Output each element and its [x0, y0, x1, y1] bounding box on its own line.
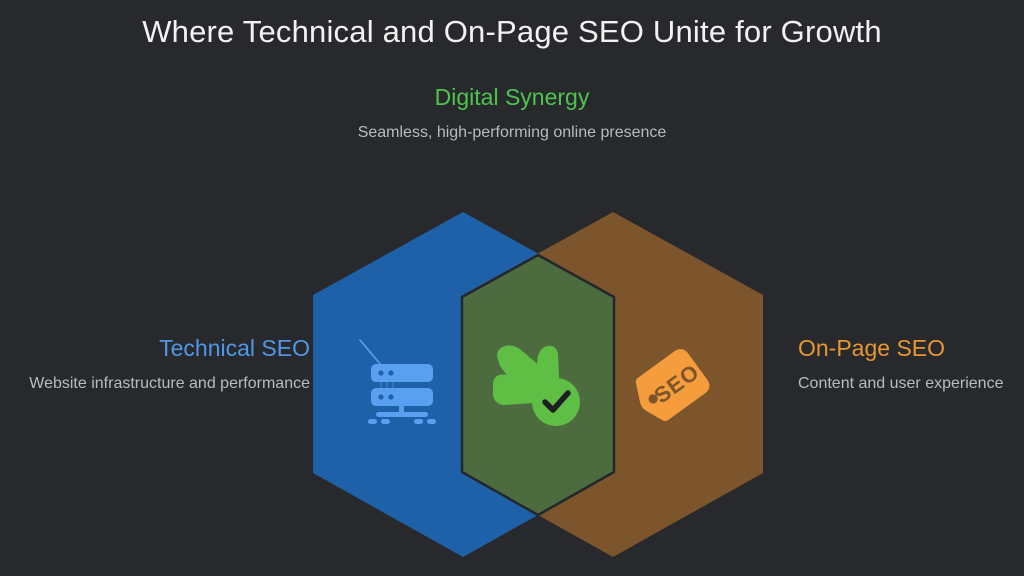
seo-price-tag-icon: SEO: [635, 349, 710, 422]
page-title: Where Technical and On-Page SEO Unite fo…: [142, 14, 882, 49]
server-rack-icon: [359, 339, 436, 424]
on-page-seo-description: Content and user experience: [798, 375, 1004, 392]
digital-synergy-heading: Digital Synergy: [434, 84, 590, 110]
digital-synergy-description: Seamless, high-performing online presenc…: [357, 124, 667, 141]
technical-seo-description: Website infrastructure and performance: [29, 375, 310, 392]
label-digital-synergy: Digital Synergy Seamless, high-performin…: [312, 82, 712, 144]
label-on-page-seo: On-Page SEO Content and user experience: [798, 333, 1013, 395]
label-technical-seo: Technical SEO Website infrastructure and…: [20, 333, 310, 395]
on-page-seo-heading: On-Page SEO: [798, 335, 946, 361]
leaf-check-icon: [493, 345, 580, 426]
technical-seo-heading: Technical SEO: [159, 335, 310, 361]
